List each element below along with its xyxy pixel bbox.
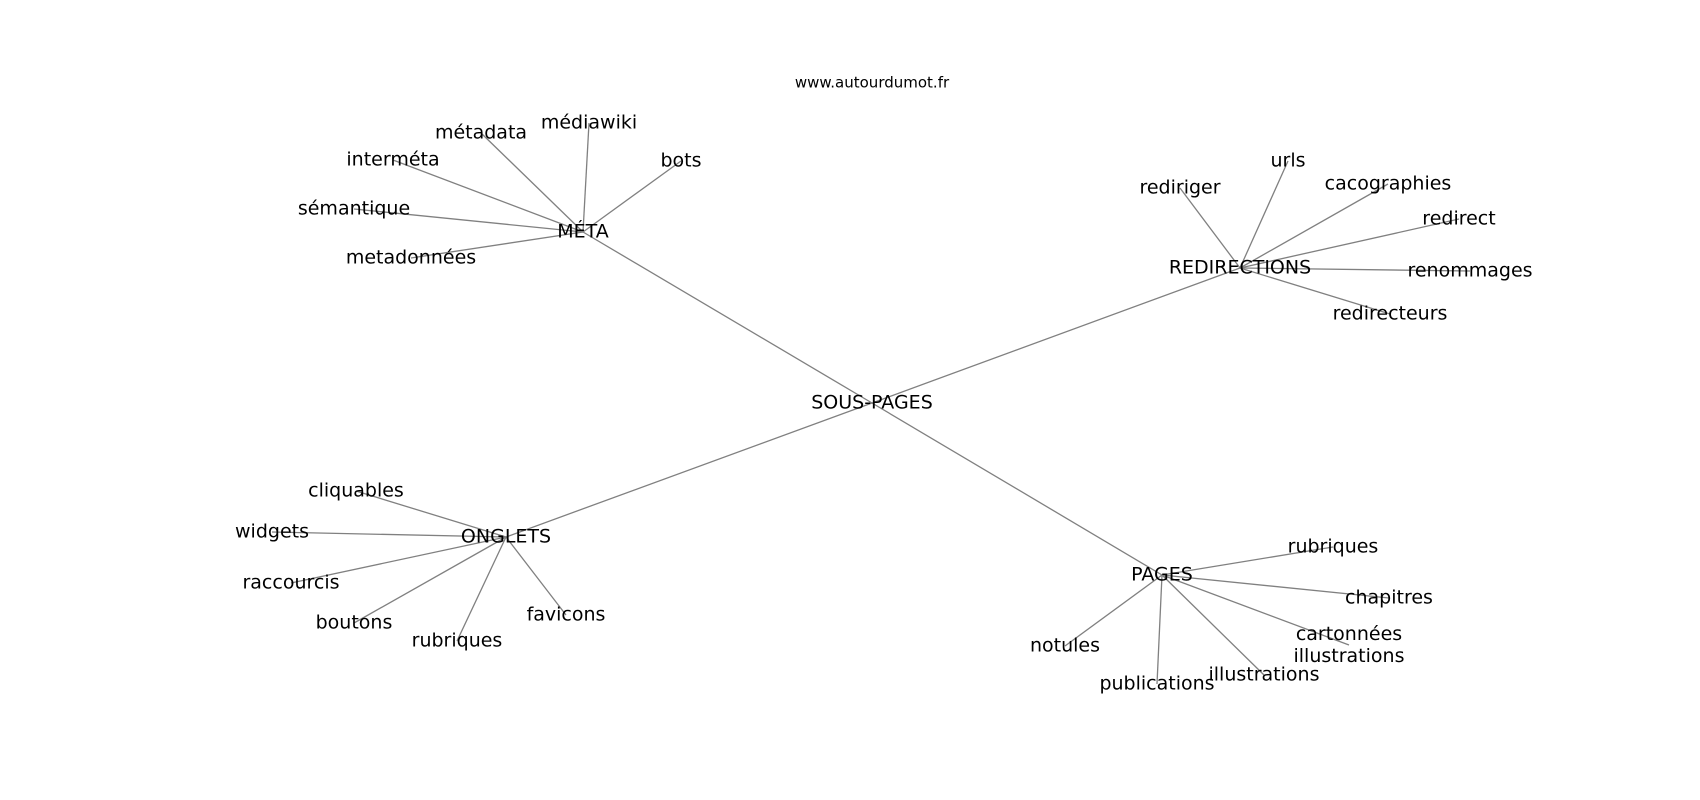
- node-pages-notules: notules: [1030, 635, 1100, 657]
- node-onglets: ONGLETS: [461, 526, 551, 548]
- node-redirections-rediriger: rediriger: [1139, 177, 1220, 199]
- edge-root-redirections: [871, 267, 1241, 404]
- node-redirections-redirect: redirect: [1422, 208, 1495, 230]
- node-redirections-renommages: renommages: [1407, 260, 1532, 282]
- edge-onglets-boutons: [353, 536, 507, 624]
- node-onglets-boutons: boutons: [316, 612, 393, 634]
- edge-meta-mediawiki: [582, 122, 590, 233]
- node-onglets-widgets: widgets: [235, 521, 309, 543]
- node-meta-semantique: sémantique: [298, 198, 410, 220]
- node-pages-rubriques: rubriques: [1288, 536, 1379, 558]
- node-meta: MÉTA: [557, 220, 609, 243]
- node-meta-intermeta: interméta: [346, 149, 439, 171]
- node-pages: PAGES: [1131, 564, 1193, 586]
- node-onglets-rubriques: rubriques: [412, 630, 503, 652]
- node-meta-mediawiki: médiawiki: [541, 112, 637, 134]
- edge-redirections-redirecteurs: [1239, 267, 1391, 315]
- node-pages-publications: publications: [1099, 673, 1214, 695]
- node-onglets-raccourcis: raccourcis: [242, 572, 339, 594]
- node-pages-illustrations: illustrations: [1209, 664, 1320, 686]
- node-redirections-cacographies: cacographies: [1325, 173, 1452, 195]
- node-meta-bots: bots: [660, 150, 701, 172]
- edge-meta-intermeta: [392, 159, 584, 233]
- labels-layer: www.autourdumot.fr SOUS-PAGES MÉTA métadat…: [235, 74, 1533, 695]
- edge-pages-chapitres: [1161, 574, 1390, 599]
- edge-onglets-favicons: [505, 536, 567, 616]
- edge-onglets-raccourcis: [290, 536, 507, 584]
- node-meta-metadata: métadata: [435, 122, 527, 144]
- node-redirections-redirecteurs: redirecteurs: [1333, 303, 1448, 325]
- edges-layer: [271, 122, 1471, 685]
- node-redirections-urls: urls: [1270, 150, 1305, 172]
- edge-redirections-rediriger: [1179, 187, 1241, 269]
- source-label: www.autourdumot.fr: [795, 74, 950, 92]
- edge-root-pages: [871, 402, 1163, 576]
- node-meta-metadonnees: metadonnées: [346, 247, 476, 269]
- node-pages-chapitres: chapitres: [1345, 587, 1433, 609]
- edge-onglets-widgets: [271, 531, 507, 538]
- edge-pages-rubriques: [1161, 546, 1334, 576]
- node-root-sous-pages: SOUS-PAGES: [811, 392, 933, 414]
- edge-root-meta: [582, 231, 873, 404]
- edge-pages-notules: [1064, 574, 1163, 647]
- edge-redirections-redirect: [1239, 218, 1460, 269]
- edge-onglets-cliquables: [355, 490, 507, 538]
- edge-meta-metadonnees: [410, 231, 584, 259]
- edge-pages-illustrations: [1161, 574, 1265, 676]
- edge-pages-cartonnees-illustrations: [1161, 574, 1350, 646]
- edge-pages-publications: [1156, 574, 1163, 685]
- edge-redirections-urls: [1239, 160, 1289, 269]
- edge-onglets-rubriques: [456, 536, 507, 642]
- node-onglets-favicons: favicons: [527, 604, 606, 626]
- edge-meta-bots: [582, 160, 682, 233]
- edge-meta-metadata: [480, 132, 584, 233]
- node-redirections: REDIRECTIONS: [1169, 257, 1311, 279]
- edge-meta-semantique: [353, 208, 584, 233]
- edge-root-onglets: [505, 402, 873, 538]
- node-onglets-cliquables: cliquables: [308, 480, 404, 502]
- edge-redirections-renommages: [1239, 267, 1471, 272]
- edge-redirections-cacographies: [1239, 183, 1389, 269]
